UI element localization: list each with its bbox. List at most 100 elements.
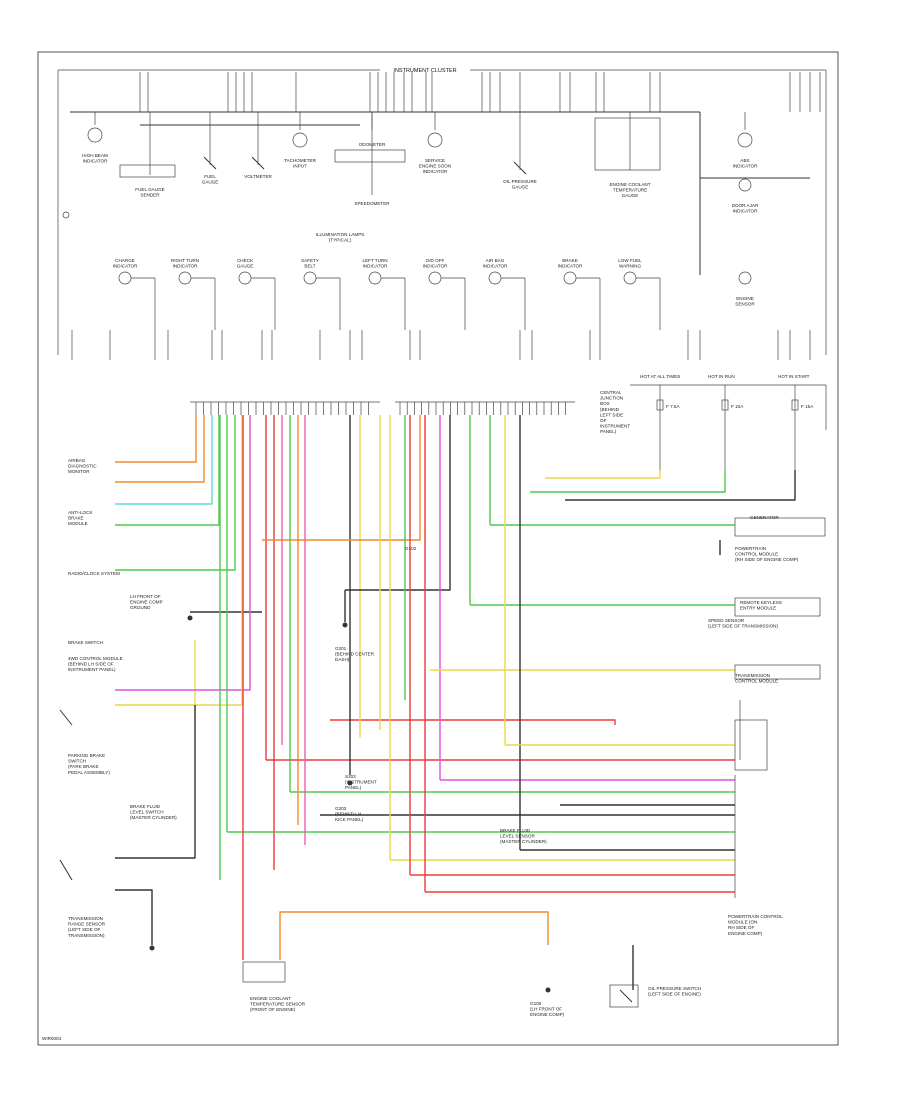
cluster-connector [190, 401, 575, 415]
label-hot-in-run: HOT IN RUN [708, 374, 735, 379]
ground-icon-g203 [347, 780, 353, 786]
label-hot-in-start: HOT IN START [778, 374, 810, 379]
label-oil-pressure-switch: OIL PRESSURE SWITCH(LEFT SIDE OF ENGINE) [648, 986, 701, 997]
fuse-body-0 [656, 399, 664, 411]
wire-black-g201 [345, 415, 451, 591]
lamp-icon-dr [738, 178, 752, 192]
terminal-keyless [734, 597, 821, 617]
top-label-sm: SPEEDOMETER [354, 201, 390, 206]
wire-black-park [115, 705, 196, 859]
speedometer-box [334, 149, 406, 163]
label-brake-switch: BRAKE SWITCH [68, 640, 103, 645]
gauge-icon-hd [87, 127, 103, 143]
wires [115, 415, 796, 990]
illumination-label: ILLUMINATION LAMPS(TYPICAL) [316, 232, 365, 243]
diagram-border [37, 51, 839, 1046]
coolant-gauge-box [594, 117, 661, 171]
wire-orange-airbag [115, 415, 197, 463]
lamp-icon-ls [623, 271, 637, 285]
fuse-label-2: F 15A [801, 404, 814, 409]
lamp-icon-lt [368, 271, 382, 285]
label-generator: GENERATOR [750, 515, 779, 520]
label-speed-sensor: SPEED SENSOR(LEFT SIDE OF TRANSMISSION) [708, 618, 778, 629]
top-connector-pins [139, 72, 821, 112]
terminal-tcm [734, 664, 821, 680]
wire-green-radio [115, 415, 236, 571]
ground-icon-g100 [545, 987, 551, 993]
fuse-body-1 [721, 399, 729, 411]
lamp-icon-sb [303, 271, 317, 285]
connector-pins [195, 402, 566, 415]
terminal-generator [734, 517, 826, 537]
terminal-tcm-box [734, 719, 768, 771]
wire-green-run [530, 470, 726, 493]
label-hot-all-times: HOT AT ALL TIMES [640, 374, 680, 379]
wire-magenta-4wd [115, 415, 251, 691]
footer-ref: WIR0004 [42, 1036, 62, 1041]
wire-black-start [565, 470, 796, 501]
gauge-icon-ss [427, 132, 443, 148]
wire-black-trans [115, 889, 153, 945]
lamp-icon-ck [238, 271, 252, 285]
gauge-icon-ta [292, 132, 308, 148]
fuse-label-0: F 7.5A [666, 404, 680, 409]
switch-symbols [59, 615, 639, 1008]
lamp-icon-al [488, 271, 502, 285]
wire-orange-g102 [262, 415, 421, 541]
terminal-blocks [734, 517, 826, 898]
top-label-vo: VOLTMETER [244, 174, 272, 179]
label-radio-clock: RADIO/CLOCK SYSTEM [68, 571, 120, 576]
ground-icon-lh [187, 615, 193, 621]
lamp-icon-ch [118, 271, 132, 285]
wire-yellow-4wd [115, 415, 243, 706]
oil-switch-box [609, 984, 639, 1008]
cluster-title: INSTRUMENT CLUSTER [393, 68, 456, 74]
gauge-icon-ab [737, 132, 753, 148]
lamp-icon-br [563, 271, 577, 285]
ground-icon-left [149, 945, 155, 951]
lamp-icon-rt [178, 271, 192, 285]
wire-orange-ect [279, 911, 549, 960]
